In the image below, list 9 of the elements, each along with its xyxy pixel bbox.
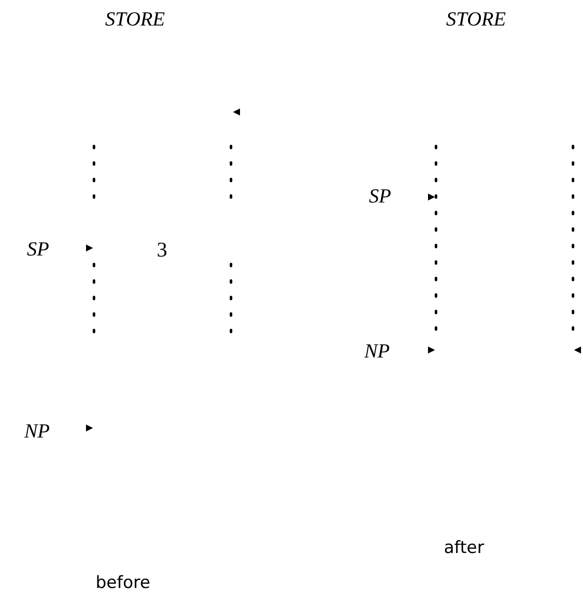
cell-value: 3 [156, 238, 168, 262]
store-heading: STORE [105, 8, 165, 32]
pointer-label: SP [26, 238, 50, 262]
pointer-label: SP [368, 186, 392, 208]
pointer-label: NP [24, 420, 50, 444]
panel-caption: before [96, 573, 150, 593]
pointer-label: NP [364, 340, 390, 364]
panel-caption: after [444, 538, 484, 558]
store-heading: STORE [446, 8, 506, 32]
